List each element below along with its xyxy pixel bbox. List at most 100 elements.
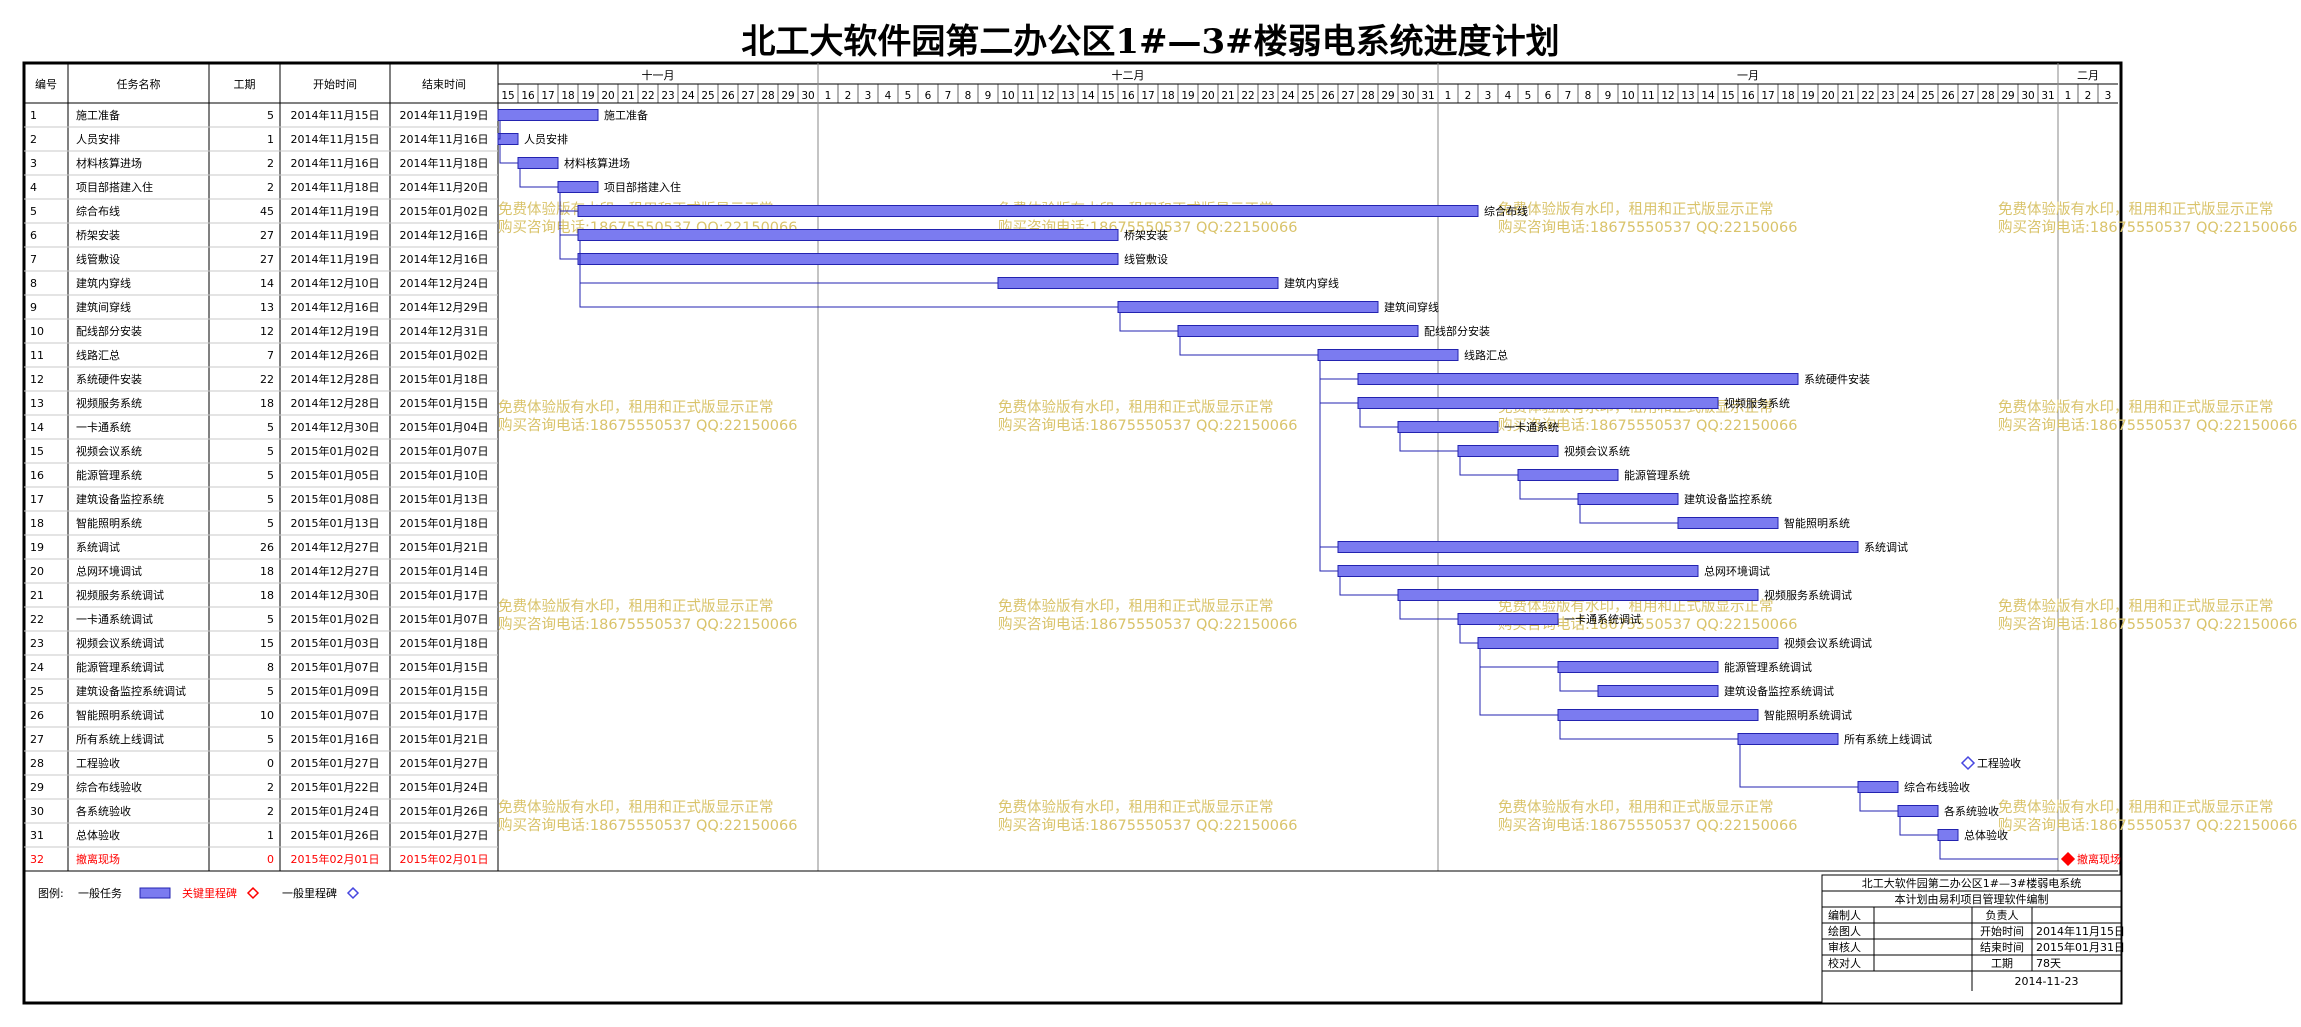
task-start: 2015年02月01日 [291,852,380,866]
day-label: 12 [1041,90,1054,102]
dependency-link [1119,312,1178,332]
task-bar-label: 人员安排 [524,132,568,146]
dependency-link [1579,504,1678,524]
dependency-link [519,168,558,188]
task-duration: 2 [267,157,274,170]
info-title: 北工大软件园第二办公区1#—3#楼弱电系统 [1862,876,2081,890]
task-end: 2015年01月02日 [400,348,489,362]
day-label: 3 [2105,90,2112,102]
task-id: 25 [30,685,44,698]
task-end: 2014年12月24日 [400,276,489,290]
task-end: 2014年11月20日 [400,180,489,194]
watermark-text: 购买咨询电话:18675550537 QQ:22150066 [998,417,1298,434]
day-label: 28 [1361,90,1374,102]
task-bar-label: 综合布线验收 [1904,780,1970,794]
day-label: 15 [501,90,514,102]
task-id: 20 [30,565,44,578]
watermark-text: 购买咨询电话:18675550537 QQ:22150066 [1498,817,1798,834]
day-label: 29 [781,90,794,102]
task-end: 2015年01月27日 [400,828,489,842]
task-bar [1517,469,1619,481]
task-bar-label: 智能照明系统调试 [1764,708,1852,722]
task-end: 2015年01月15日 [400,396,489,410]
info-label: 工期 [1991,957,2013,970]
task-start: 2014年12月27日 [291,540,380,554]
day-label: 15 [1721,90,1734,102]
day-label: 23 [661,90,674,102]
task-start: 2015年01月07日 [291,708,380,722]
task-bar-label: 系统硬件安装 [1804,372,1870,386]
task-id: 19 [30,541,44,554]
task-end: 2015年01月21日 [400,732,489,746]
day-label: 17 [541,90,554,102]
day-label: 3 [865,90,872,102]
task-id: 16 [30,469,44,482]
day-label: 11 [1021,90,1034,102]
task-name: 各系统验收 [76,804,131,818]
task-name: 总体验收 [76,828,120,842]
task-bar [1577,493,1679,505]
task-duration: 1 [267,829,274,842]
task-duration: 5 [267,517,274,530]
task-start: 2014年11月16日 [291,156,380,170]
task-end: 2015年01月07日 [400,612,489,626]
task-bar [1737,733,1839,745]
task-start: 2015年01月02日 [291,444,380,458]
task-name: 视频会议系统调试 [76,636,164,650]
day-label: 13 [1681,90,1694,102]
day-label: 9 [985,90,992,102]
task-bar [577,205,1479,217]
watermark-text: 免费体验版有水印，租用和正式版显示正常 [1998,799,2274,816]
month-label: 一月 [1737,69,1759,82]
task-end: 2015年01月24日 [400,780,489,794]
day-label: 20 [1201,90,1214,102]
day-label: 19 [1801,90,1814,102]
task-start: 2014年11月15日 [291,132,380,146]
task-start: 2014年11月18日 [291,180,380,194]
task-name: 系统调试 [76,541,120,554]
task-start: 2014年12月27日 [291,564,380,578]
task-bar [1177,325,1419,337]
dependency-link [1859,792,1898,812]
watermark-text: 购买咨询电话:18675550537 QQ:22150066 [1498,417,1798,434]
task-bar-label: 系统调试 [1864,541,1908,554]
task-name: 综合布线 [76,204,120,218]
task-start: 2015年01月08日 [291,492,380,506]
task-id: 29 [30,781,44,794]
task-duration: 5 [267,109,274,122]
legend-normal-milestone-label: 一般里程碑 [282,887,337,900]
info-label: 结束时间 [1980,941,2024,954]
day-label: 24 [1281,90,1295,102]
task-name: 视频会议系统 [76,444,142,458]
task-bar-label: 各系统验收 [1944,804,1999,818]
task-end: 2014年12月16日 [400,228,489,242]
day-label: 26 [1321,90,1335,102]
task-id: 3 [30,157,37,170]
day-label: 4 [1505,90,1512,102]
task-duration: 27 [260,253,274,266]
info-label: 编制人 [1828,908,1861,922]
task-bar-label: 建筑内穿线 [1284,276,1339,290]
task-name: 所有系统上线调试 [76,732,164,746]
day-label: 21 [1841,90,1854,102]
task-id: 28 [30,757,44,770]
dependency-link [1319,360,1338,572]
day-label: 18 [1781,90,1794,102]
task-bar-label: 项目部搭建入住 [604,180,681,194]
watermark-text: 购买咨询电话:18675550537 QQ:22150066 [1998,616,2298,633]
day-label: 30 [2021,90,2034,102]
task-name: 建筑设备监控系统调试 [76,684,186,698]
task-name: 视频服务系统调试 [76,588,164,602]
task-bar [1897,805,1939,817]
column-header: 结束时间 [422,78,466,91]
day-label: 1 [2065,90,2072,102]
task-duration: 5 [267,445,274,458]
day-label: 13 [1061,90,1074,102]
month-label: 十二月 [1112,68,1145,82]
task-start: 2014年11月19日 [291,252,380,266]
task-name: 系统硬件安装 [76,372,142,386]
task-end: 2015年01月04日 [400,420,489,434]
task-end: 2015年02月01日 [400,852,489,866]
day-label: 2 [845,90,852,102]
day-label: 17 [1761,90,1774,102]
